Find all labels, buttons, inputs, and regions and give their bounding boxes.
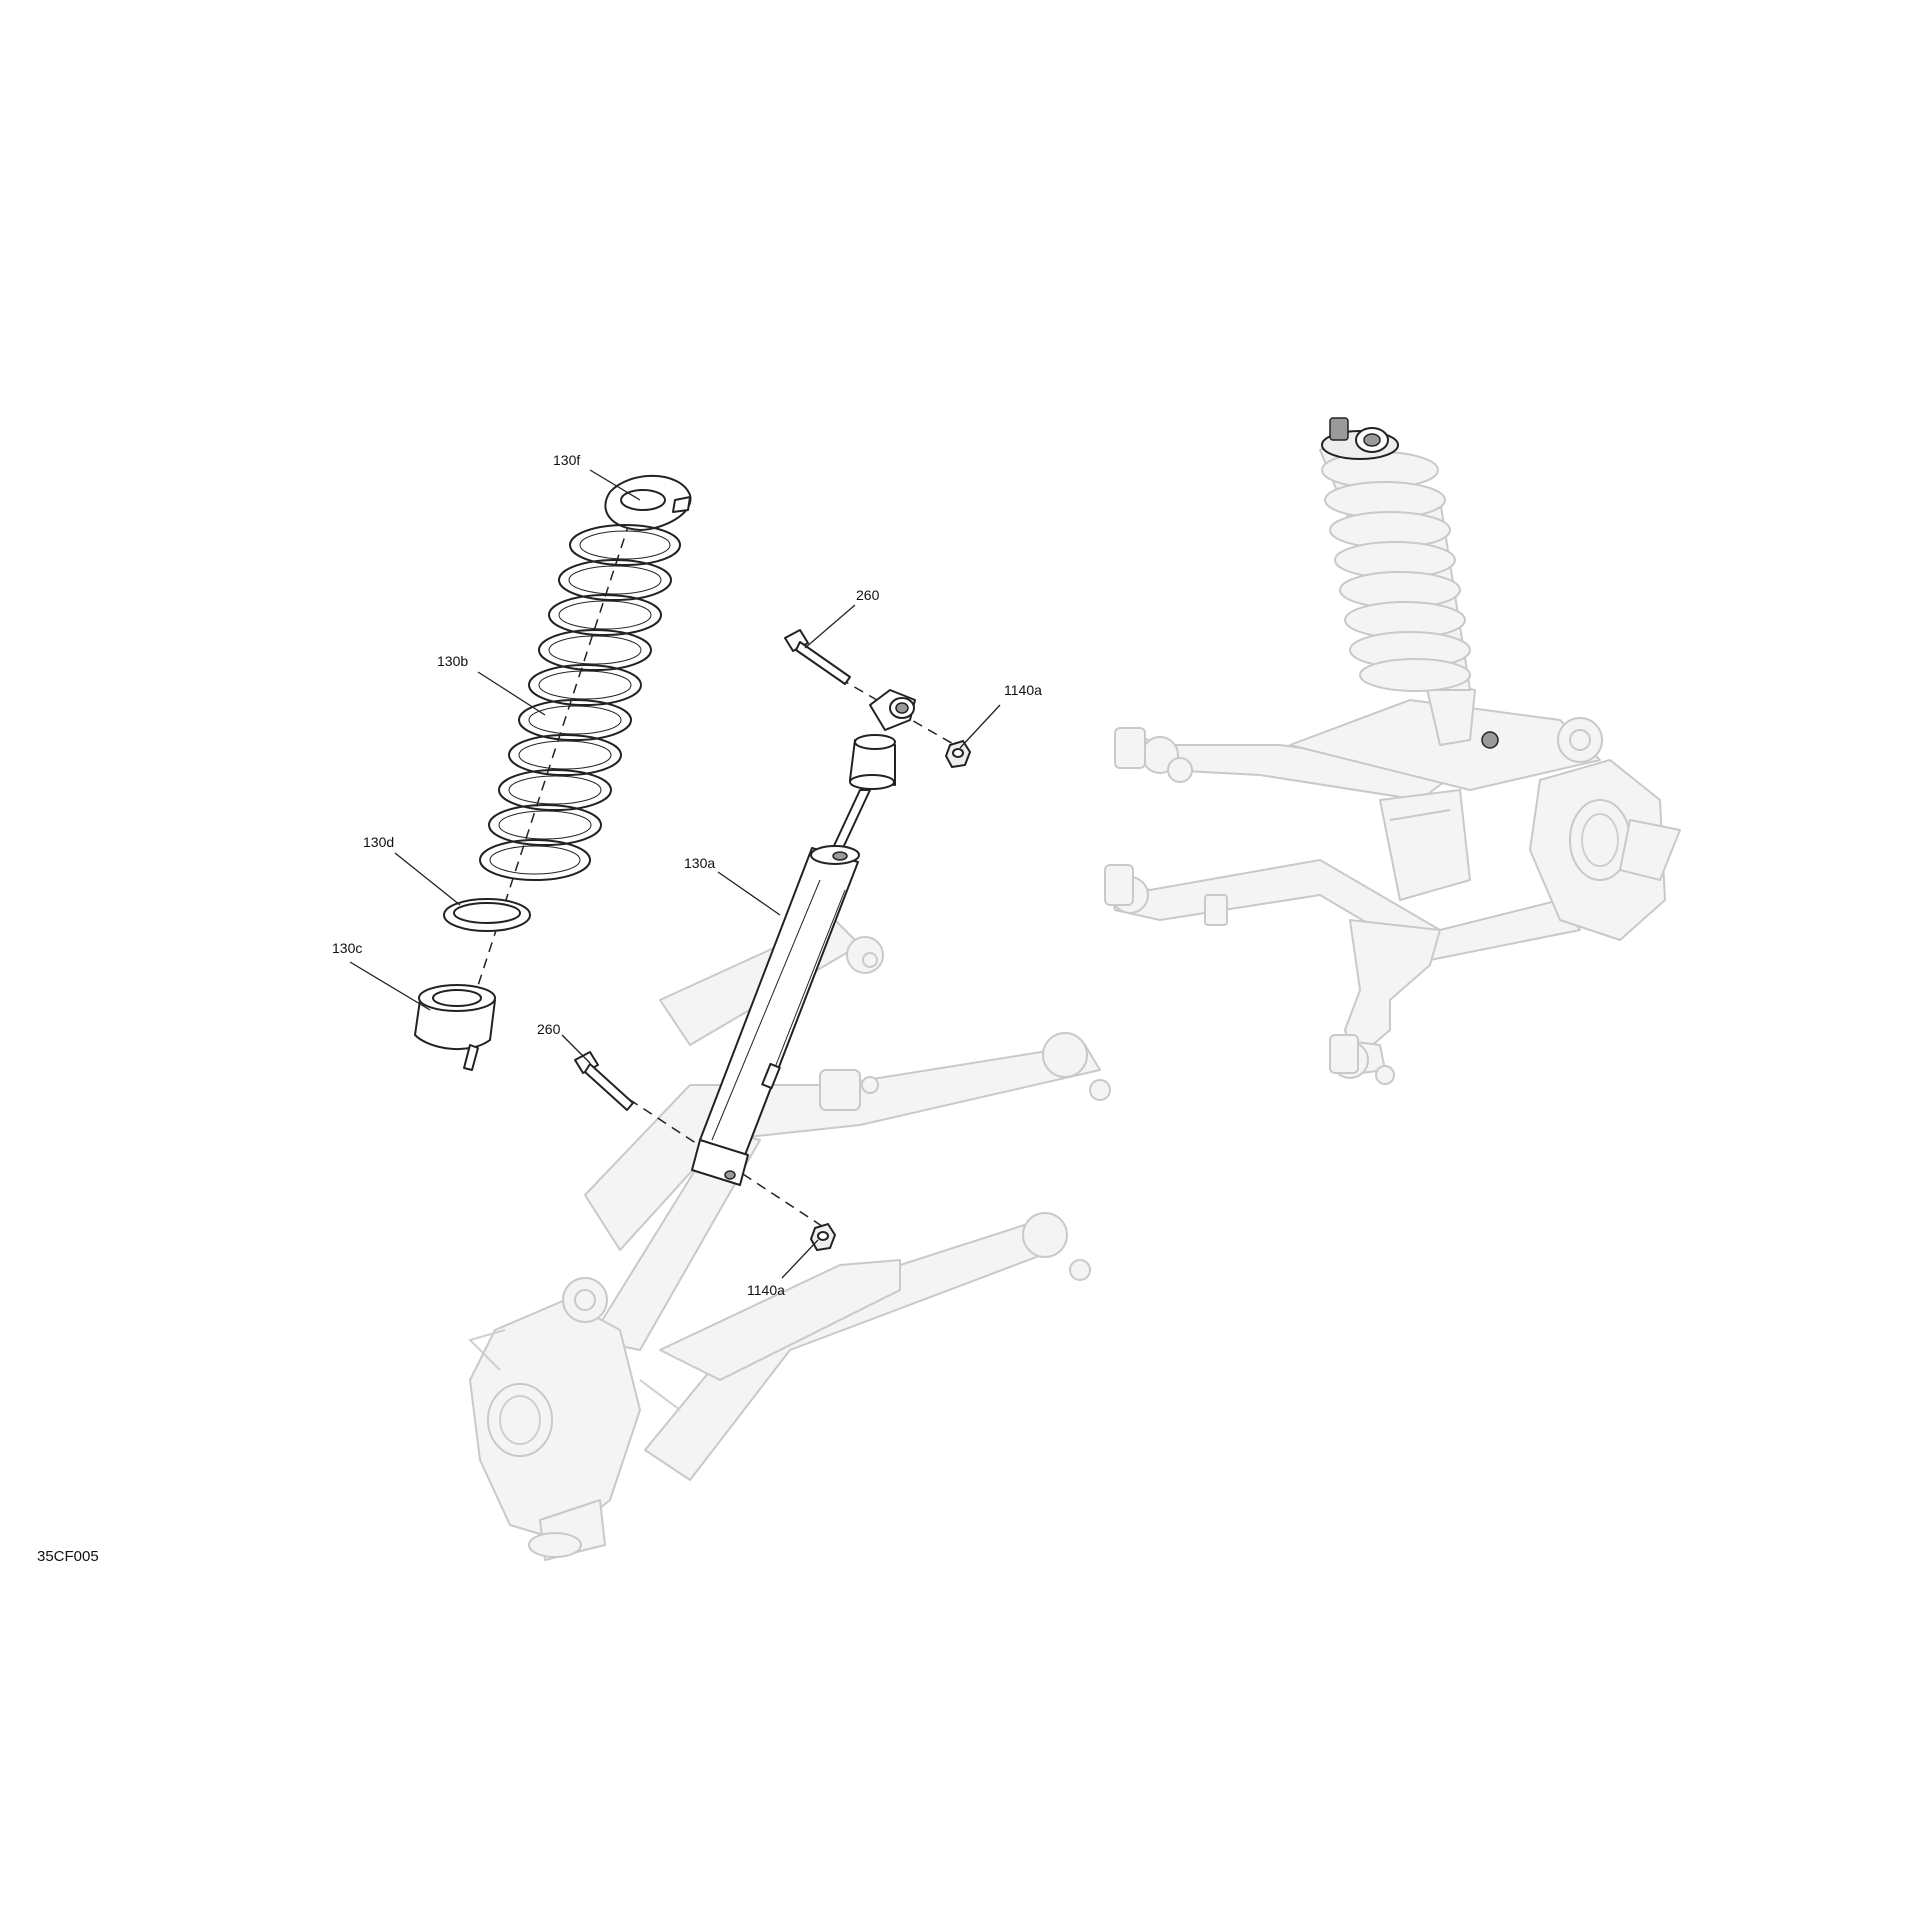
spring-retainer-130f xyxy=(604,474,692,531)
leader-130b xyxy=(477,671,546,716)
callout-1140a-upper: 1140a xyxy=(1004,682,1042,698)
leader-130a xyxy=(717,871,781,916)
spring-seat-130d xyxy=(443,898,531,932)
callout-130d: 130d xyxy=(363,834,394,850)
spring-adjuster-130c xyxy=(414,984,496,1071)
leader-1140a-upper xyxy=(959,704,1001,749)
callout-260-upper: 260 xyxy=(856,587,880,603)
right-assembled-suspension-ghost xyxy=(1104,417,1681,1085)
lower-nut-1140a xyxy=(809,1222,837,1252)
leader-260-lower xyxy=(561,1034,591,1064)
upper-bolt-260 xyxy=(784,629,851,685)
coil-spring-130b xyxy=(479,524,681,881)
leader-130f xyxy=(589,469,641,501)
spring-axis-line xyxy=(469,489,641,1011)
callout-130f: 130f xyxy=(553,452,580,468)
callout-130c: 130c xyxy=(332,940,362,956)
callout-1140a-lower: 1140a xyxy=(747,1282,785,1298)
callout-130b: 130b xyxy=(437,653,468,669)
leader-130c xyxy=(349,961,431,1011)
callout-130a: 130a xyxy=(684,855,715,871)
callout-260-lower: 260 xyxy=(537,1021,561,1037)
upper-nut-1140a xyxy=(944,739,972,769)
leader-130d xyxy=(394,852,461,906)
lower-bolt-260 xyxy=(574,1051,634,1111)
leader-260-upper xyxy=(804,604,856,649)
diagram-code: 35CF005 xyxy=(37,1548,99,1565)
left-suspension-arm-ghost xyxy=(468,919,1111,1561)
leader-1140a-lower xyxy=(781,1239,819,1279)
shock-absorber-130a xyxy=(691,689,916,1186)
